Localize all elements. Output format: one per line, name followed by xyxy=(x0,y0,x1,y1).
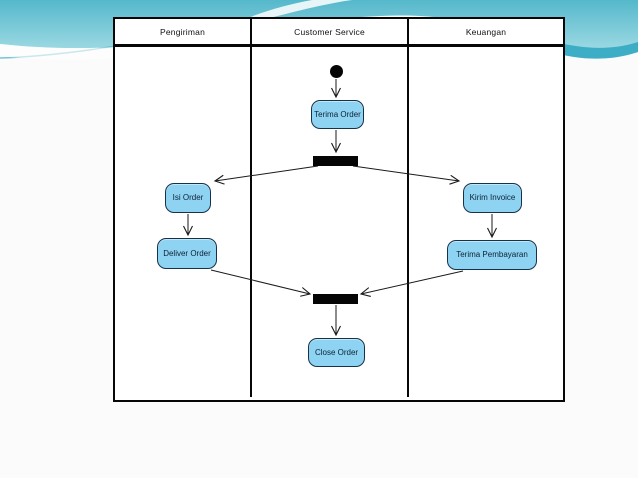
activity-kirim-invoice: Kirim Invoice xyxy=(463,183,522,213)
lane-label: Customer Service xyxy=(294,26,365,37)
lane-header-row: Pengiriman Customer Service Keuangan xyxy=(115,19,563,47)
activity-label: Terima Pembayaran xyxy=(456,250,528,259)
lane-header-keuangan: Keuangan xyxy=(409,19,563,44)
teal-accent-stripe xyxy=(505,29,638,59)
lane-label: Pengiriman xyxy=(160,26,205,37)
activity-isi-order: Isi Order xyxy=(165,183,211,213)
activity-label: Kirim Invoice xyxy=(469,193,516,202)
join-bar xyxy=(313,294,358,304)
fork-bar xyxy=(313,156,358,166)
activity-terima-pembayaran: Terima Pembayaran xyxy=(447,240,537,270)
activity-label: Isi Order xyxy=(172,193,204,202)
lane-body-pengiriman xyxy=(115,47,252,397)
activity-deliver-order: Deliver Order xyxy=(157,238,217,269)
activity-label: Close Order xyxy=(314,347,359,357)
initial-node xyxy=(330,65,343,78)
activity-terima-order: Terima Order xyxy=(311,100,364,129)
lane-label: Keuangan xyxy=(465,26,507,37)
lane-body-keuangan xyxy=(409,47,563,397)
white-wave-shape xyxy=(248,0,352,20)
lane-header-pengiriman: Pengiriman xyxy=(115,19,252,44)
lane-body-row xyxy=(115,47,563,397)
activity-close-order: Close Order xyxy=(308,338,365,367)
activity-label: Terima Order xyxy=(314,109,361,119)
lane-body-customer-service xyxy=(252,47,409,397)
teal-band-shape xyxy=(0,0,638,59)
activity-label: Deliver Order xyxy=(163,248,211,258)
lane-header-customer-service: Customer Service xyxy=(252,19,409,44)
